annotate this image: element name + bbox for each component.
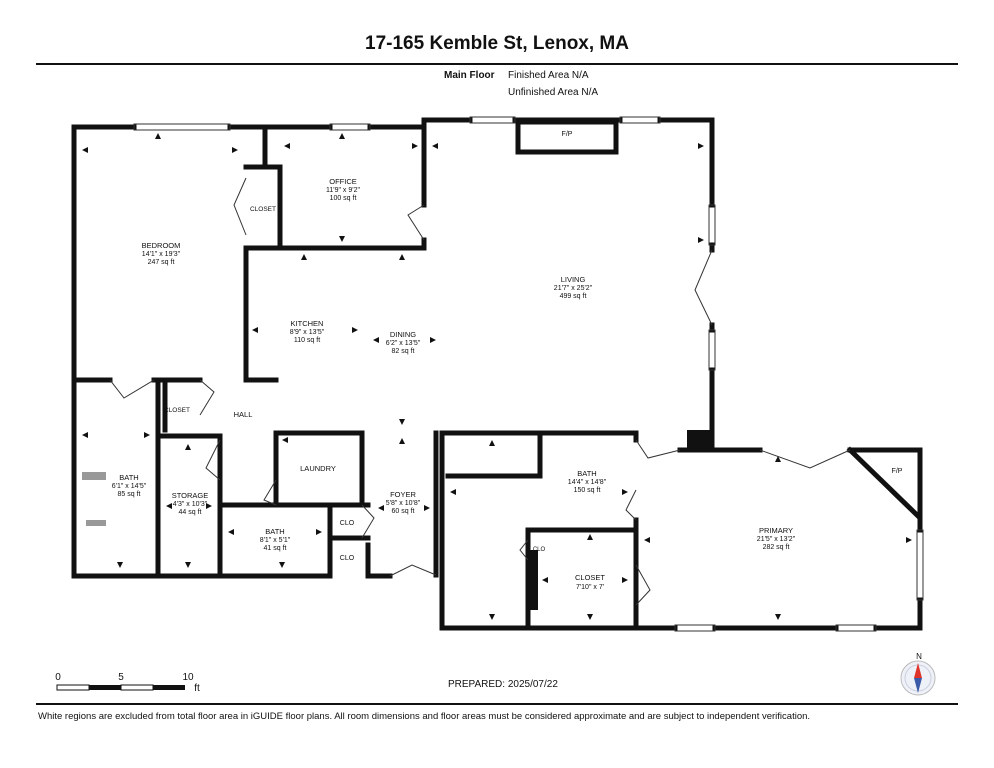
storage-area: 44 sq ft	[179, 509, 202, 516]
storage-name: STORAGE	[172, 491, 209, 500]
primary-name: PRIMARY	[759, 526, 793, 535]
fp1-name: F/P	[562, 131, 573, 138]
closet3-name: CLOSET	[575, 573, 605, 582]
office-name: OFFICE	[329, 177, 357, 186]
living-dims: 21'7" x 25'2"	[554, 285, 593, 292]
bath1-dims: 6'1" x 14'5"	[112, 483, 147, 490]
bath-fixture	[86, 520, 106, 526]
foyer-area: 60 sq ft	[392, 508, 415, 515]
windows	[133, 116, 924, 632]
scale-bar	[56, 684, 185, 691]
dining-dims: 6'2" x 13'5"	[386, 340, 421, 347]
office-area: 100 sq ft	[330, 195, 357, 202]
page-title: 17-165 Kemble St, Lenox, MA	[365, 33, 629, 54]
scale-label-0: 0	[55, 672, 61, 683]
prepared-date: PREPARED: 2025/07/22	[448, 679, 558, 690]
structural-column	[687, 430, 713, 452]
walls	[71, 117, 923, 631]
floor-name: Main Floor	[444, 70, 495, 81]
bath2-area: 41 sq ft	[264, 545, 287, 552]
bath3-area: 150 sq ft	[574, 487, 601, 494]
closet3-dims: 7'10" x 7'	[576, 584, 604, 591]
bath2-dims: 8'1" x 5'1"	[260, 537, 291, 544]
unfinished-area: Unfinished Area N/A	[508, 87, 599, 98]
kitchen-dims: 8'9" x 13'5"	[290, 329, 325, 336]
bath-fixture	[82, 472, 106, 480]
compass-label: N	[916, 652, 922, 661]
bath1-name: BATH	[119, 473, 138, 482]
footer-divider	[36, 703, 958, 705]
living-name: LIVING	[561, 275, 586, 284]
foyer-dims: 5'8" x 10'8"	[386, 500, 421, 507]
closet1-name: CLOSET	[250, 206, 276, 213]
closet2-name: CLOSET	[164, 407, 190, 414]
living-area: 499 sq ft	[560, 293, 587, 300]
hall-name: HALL	[234, 410, 253, 419]
primary-dims: 21'5" x 13'2"	[757, 536, 796, 543]
foyer-name: FOYER	[390, 490, 416, 499]
clo1-name: CLO	[340, 520, 355, 527]
clo3-name: CLO	[533, 547, 546, 553]
bedroom-area: 247 sq ft	[148, 259, 175, 266]
clo2-name: CLO	[340, 555, 355, 562]
kitchen-name: KITCHEN	[291, 319, 324, 328]
doors	[109, 177, 851, 606]
finished-area: Finished Area N/A	[508, 70, 589, 81]
laundry-name: LAUNDRY	[300, 464, 336, 473]
scale-label-5: 5	[118, 672, 124, 683]
compass-icon	[900, 660, 936, 696]
dining-area: 82 sq ft	[392, 348, 415, 355]
bedroom-dims: 14'1" x 19'3"	[142, 251, 181, 258]
office-dims: 11'9" x 9'2"	[326, 187, 360, 194]
bath2-name: BATH	[265, 527, 284, 536]
storage-dims: 4'3" x 10'3"	[173, 501, 208, 508]
dining-name: DINING	[390, 330, 416, 339]
bedroom-name: BEDROOM	[142, 241, 181, 250]
header-divider	[36, 63, 958, 65]
primary-area: 282 sq ft	[763, 544, 790, 551]
room-labels: BEDROOM 14'1" x 19'3" 247 sq ft OFFICE 1…	[55, 131, 922, 694]
footer-disclaimer: White regions are excluded from total fl…	[38, 711, 811, 722]
dimension-arrows	[82, 133, 912, 620]
scale-label-10: 10	[182, 672, 194, 683]
bath1-area: 85 sq ft	[118, 491, 141, 498]
scale-unit: ft	[194, 683, 200, 694]
bath3-dims: 14'4" x 14'8"	[568, 479, 607, 486]
kitchen-area: 110 sq ft	[294, 337, 320, 344]
bath3-name: BATH	[577, 469, 596, 478]
fp2-name: F/P	[892, 468, 903, 475]
